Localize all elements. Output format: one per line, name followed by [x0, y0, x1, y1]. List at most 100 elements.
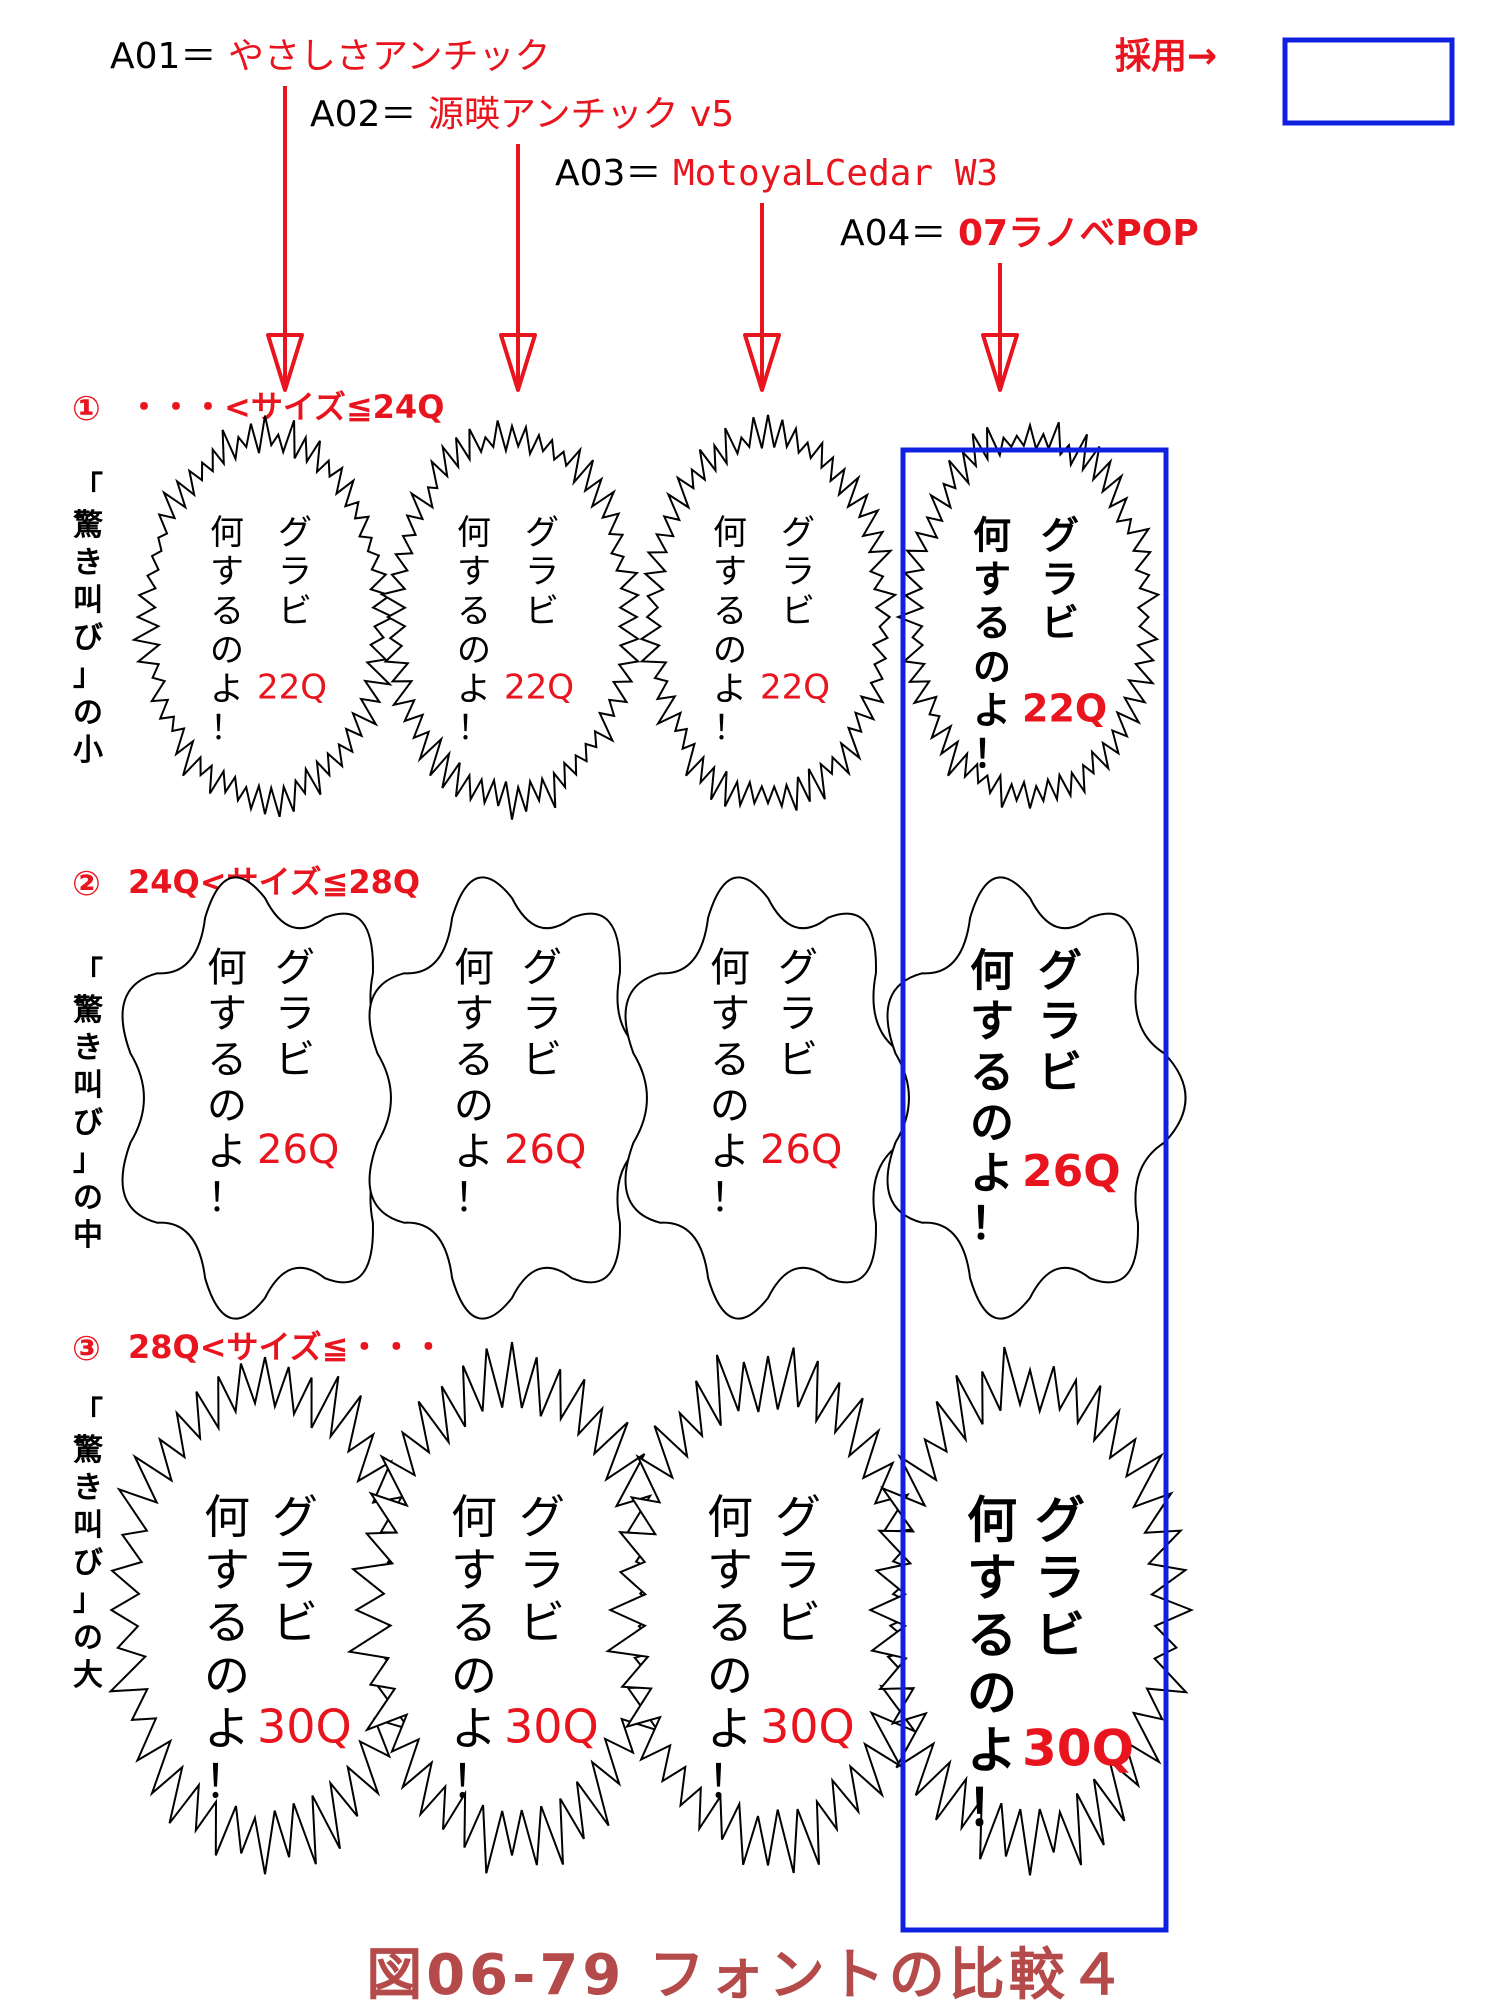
bubble-row1-col2-size: 22Q	[504, 668, 574, 708]
svg-text:叫: 叫	[73, 1508, 103, 1543]
svg-text:す: す	[707, 1543, 753, 1597]
svg-text:す: す	[204, 1543, 250, 1597]
svg-text:ビ: ビ	[1035, 1607, 1085, 1665]
svg-text:」: 」	[73, 1143, 103, 1178]
svg-text:「: 「	[73, 471, 103, 506]
font-label-a03: A03＝MotoyaLCedar W3	[555, 153, 998, 194]
svg-text:の: の	[707, 1649, 753, 1703]
svg-text:何: 何	[210, 513, 244, 553]
svg-text:ラ: ラ	[275, 991, 315, 1037]
svg-text:ビ: ビ	[272, 1596, 318, 1650]
bubble-row2-col4-line1: グラビ	[1038, 946, 1082, 1098]
svg-text:よ: よ	[451, 1702, 497, 1756]
bubble-row3-col3-line1: グラビ	[775, 1490, 821, 1650]
svg-text:の: の	[457, 630, 491, 670]
svg-text:き: き	[73, 1471, 103, 1506]
svg-text:の: の	[73, 1181, 103, 1216]
bubble-row3-col2-size: 30Q	[504, 1700, 599, 1754]
figure-title: 図06-79 フォントの比較４	[366, 1943, 1129, 2008]
svg-text:叫: 叫	[73, 583, 103, 618]
svg-text:る: る	[210, 591, 244, 631]
svg-text:ラ: ラ	[525, 552, 559, 592]
svg-text:よ: よ	[210, 670, 244, 710]
svg-text:グ: グ	[775, 1490, 821, 1544]
svg-text:の: の	[451, 1649, 497, 1703]
bubble-row3-col4	[867, 1346, 1195, 1876]
svg-text:源暎アンチック v5: 源暎アンチック v5	[428, 94, 734, 135]
bubble-row2-col2-size: 26Q	[504, 1127, 586, 1173]
svg-text:何: 何	[707, 1490, 753, 1544]
bubble-row1-col3-line1: グラビ	[781, 513, 815, 631]
bubble-row3-col1-size: 30Q	[257, 1700, 352, 1754]
svg-text:ビ: ビ	[775, 1596, 821, 1650]
svg-text:ラ: ラ	[278, 552, 312, 592]
svg-text:す: す	[973, 557, 1011, 601]
svg-text:中: 中	[73, 1218, 103, 1253]
svg-text:の: の	[207, 1083, 247, 1129]
svg-text:ラ: ラ	[1038, 996, 1082, 1047]
svg-text:よ: よ	[707, 1702, 753, 1756]
svg-text:ビ: ビ	[278, 591, 312, 631]
svg-text:！: ！	[457, 709, 491, 749]
svg-text:ビ: ビ	[781, 591, 815, 631]
svg-text:ラ: ラ	[1035, 1549, 1085, 1607]
svg-text:す: す	[710, 991, 750, 1037]
svg-text:す: す	[967, 1549, 1017, 1607]
svg-text:す: す	[451, 1543, 497, 1597]
svg-text:！: ！	[713, 709, 747, 749]
svg-text:ビ: ビ	[525, 591, 559, 631]
svg-text:叫: 叫	[73, 1068, 103, 1103]
font-label-a02: A02＝源暎アンチック v5	[310, 94, 734, 135]
arrowhead-a04	[981, 333, 1019, 392]
svg-text:グ: グ	[781, 513, 815, 553]
arrowhead-a02	[499, 333, 537, 392]
svg-text:の: の	[713, 630, 747, 670]
svg-text:グ: グ	[525, 513, 559, 553]
svg-text:す: す	[210, 552, 244, 592]
bubble-row1-col4-line1: グラビ	[1041, 514, 1079, 645]
svg-text:き: き	[73, 546, 103, 581]
svg-text:A04＝: A04＝	[840, 213, 946, 254]
svg-text:ビ: ビ	[778, 1037, 818, 1083]
adopted-column-frame	[900, 447, 1169, 1933]
row-3-range: 28Q<サイズ≦・・・	[128, 1328, 444, 1366]
svg-text:の: の	[73, 696, 103, 731]
adoption-label: 採用→	[1115, 36, 1217, 77]
svg-text:よ: よ	[710, 1129, 750, 1175]
svg-text:び: び	[73, 1546, 103, 1581]
svg-text:ビ: ビ	[522, 1037, 562, 1083]
bubble-row2-col1-line1: グラビ	[275, 945, 315, 1083]
svg-text:何: 何	[204, 1490, 250, 1544]
font-label-a01: A01＝ やさしさアンチック	[110, 36, 551, 77]
svg-text:び: び	[73, 621, 103, 656]
bubble-row3-col2-line1: グラビ	[519, 1490, 565, 1650]
svg-text:る: る	[454, 1037, 494, 1083]
bubble-row3-col1-line1: グラビ	[272, 1490, 318, 1650]
font-label-a04: A04＝07ラノベPOP	[840, 213, 1199, 254]
svg-text:「: 「	[73, 1396, 103, 1431]
svg-text:ラ: ラ	[1041, 557, 1079, 601]
svg-text:A01＝: A01＝	[110, 36, 216, 77]
svg-text:の: の	[967, 1664, 1017, 1722]
bubble-row1-col3-size: 22Q	[760, 668, 830, 708]
adoption-box-key	[1282, 37, 1455, 126]
svg-text:の: の	[970, 1097, 1014, 1148]
svg-text:！: ！	[210, 709, 244, 749]
svg-text:る: る	[710, 1037, 750, 1083]
bubble-row3-col3-size: 30Q	[760, 1700, 855, 1754]
bubble-row1-col2	[379, 420, 641, 820]
svg-text:の: の	[973, 645, 1011, 689]
svg-text:A03＝: A03＝	[555, 153, 661, 194]
svg-text:！: ！	[204, 1754, 250, 1808]
svg-text:何: 何	[451, 1490, 497, 1544]
svg-text:の: の	[73, 1621, 103, 1656]
svg-text:大: 大	[73, 1658, 103, 1693]
svg-text:やさしさアンチック: やさしさアンチック	[228, 36, 551, 77]
